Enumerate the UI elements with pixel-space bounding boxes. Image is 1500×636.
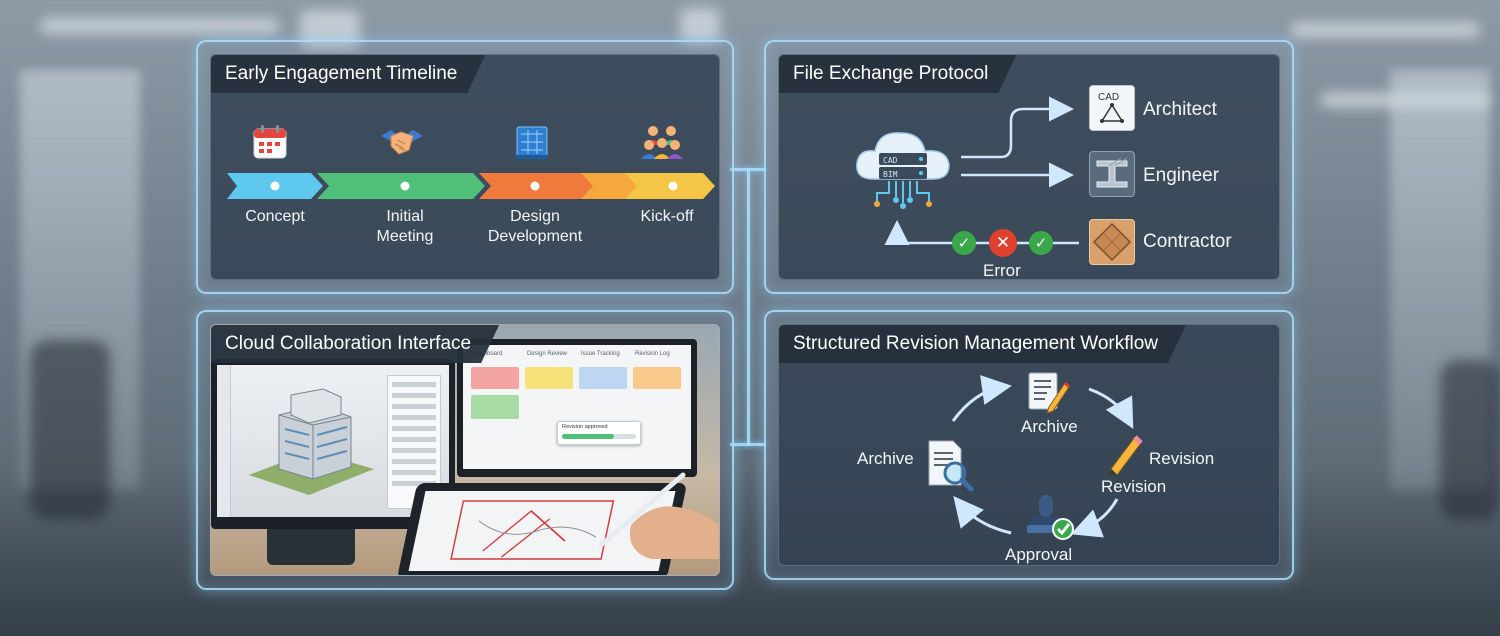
status-label: Error [983,261,1021,280]
stamp-approved-icon [1025,493,1075,548]
revision-workflow-panel: Structured Revision Management Workflow [764,310,1294,580]
board-header: Issue Tracking [581,351,620,357]
recipient-label: Architect [1143,99,1217,120]
document-edit-icon [1025,369,1071,420]
server-line-label: BIM [883,170,898,179]
handshake-icon [379,119,425,165]
kanban-board: Dashboard Design Review Issue Tracking R… [463,345,691,469]
board-header: Design Review [527,351,568,357]
tablet-drawing-markup [408,491,676,571]
board-header: Revision Log [635,351,670,357]
revision-step-label: Archive [857,449,914,468]
file-exchange-panel-title: File Exchange Protocol [779,55,1016,93]
timeline-stage-label: Kick-off [640,208,694,225]
timeline-panel: Early Engagement Timeline [196,40,734,294]
server-line-label: CAD [883,156,898,165]
timeline-stage-label: Design Development [487,208,583,245]
revision-cycle-arrows [951,375,1134,538]
kanban-card[interactable] [525,367,573,389]
file-exchange-panel: File Exchange Protocol CAD BIM [764,40,1294,294]
recipient-label: Engineer [1143,165,1220,186]
blueprint-icon [509,119,555,165]
revision-step-label: Archive [1021,417,1078,436]
check-icon: ✓ [1029,231,1053,255]
revision-step-label: Revision [1149,449,1215,468]
revision-workflow-panel-body: Structured Revision Management Workflow [778,324,1280,566]
cad-document-icon: CAD [1089,85,1135,131]
file-exchange-panel-body: File Exchange Protocol CAD BIM [778,54,1280,280]
timeline-stage-label: Initial Meeting [376,208,434,245]
kanban-card[interactable] [471,367,519,389]
calendar-icon [247,119,293,165]
team-icon [639,119,685,165]
cloud-server-icon [849,119,959,215]
cloud-collaboration-panel-body: Dashboard Design Review Issue Tracking R… [210,324,720,576]
pencil-icon [1105,431,1145,480]
timeline-panel-title: Early Engagement Timeline [211,55,485,93]
stylus-hand-icon [598,472,719,559]
error-x-icon: ✕ [989,229,1017,257]
bim-model-viewport [217,365,449,517]
cad-tile-text: CAD [1098,92,1119,103]
revision-step-label: Approval [1005,545,1073,564]
timeline-stage-label: Concept [245,208,305,225]
viewport-toolbar [217,365,231,517]
approval-popup: Revision approved [557,421,641,445]
revision-step-label: Revision [1101,477,1167,496]
document-search-icon [925,437,977,498]
recipient-label: Contractor [1143,231,1232,252]
cloud-collaboration-panel: Dashboard Design Review Issue Tracking R… [196,310,734,590]
material-sample-icon [1089,219,1135,265]
connector-vertical [747,168,750,446]
kanban-card[interactable] [471,395,519,419]
building-model-icon [249,388,374,495]
check-icon: ✓ [952,231,976,255]
kanban-card[interactable] [579,367,627,389]
revision-workflow-panel-title: Structured Revision Management Workflow [779,325,1186,363]
approval-popup-text: Revision approved [562,424,608,430]
approval-progress-bar [562,434,636,439]
timeline-arrow-bar [227,173,715,199]
tablet-device [396,483,688,575]
timeline-panel-body: Early Engagement Timeline [210,54,720,280]
kanban-card[interactable] [633,367,681,389]
exchange-arrows [884,96,1079,245]
right-monitor: Dashboard Design Review Issue Tracking R… [457,339,697,477]
monitor-stand [267,529,355,565]
board-header: Dashboard [473,351,503,357]
steel-beam-icon [1089,151,1135,197]
cloud-collaboration-panel-title: Cloud Collaboration Interface [211,325,499,363]
